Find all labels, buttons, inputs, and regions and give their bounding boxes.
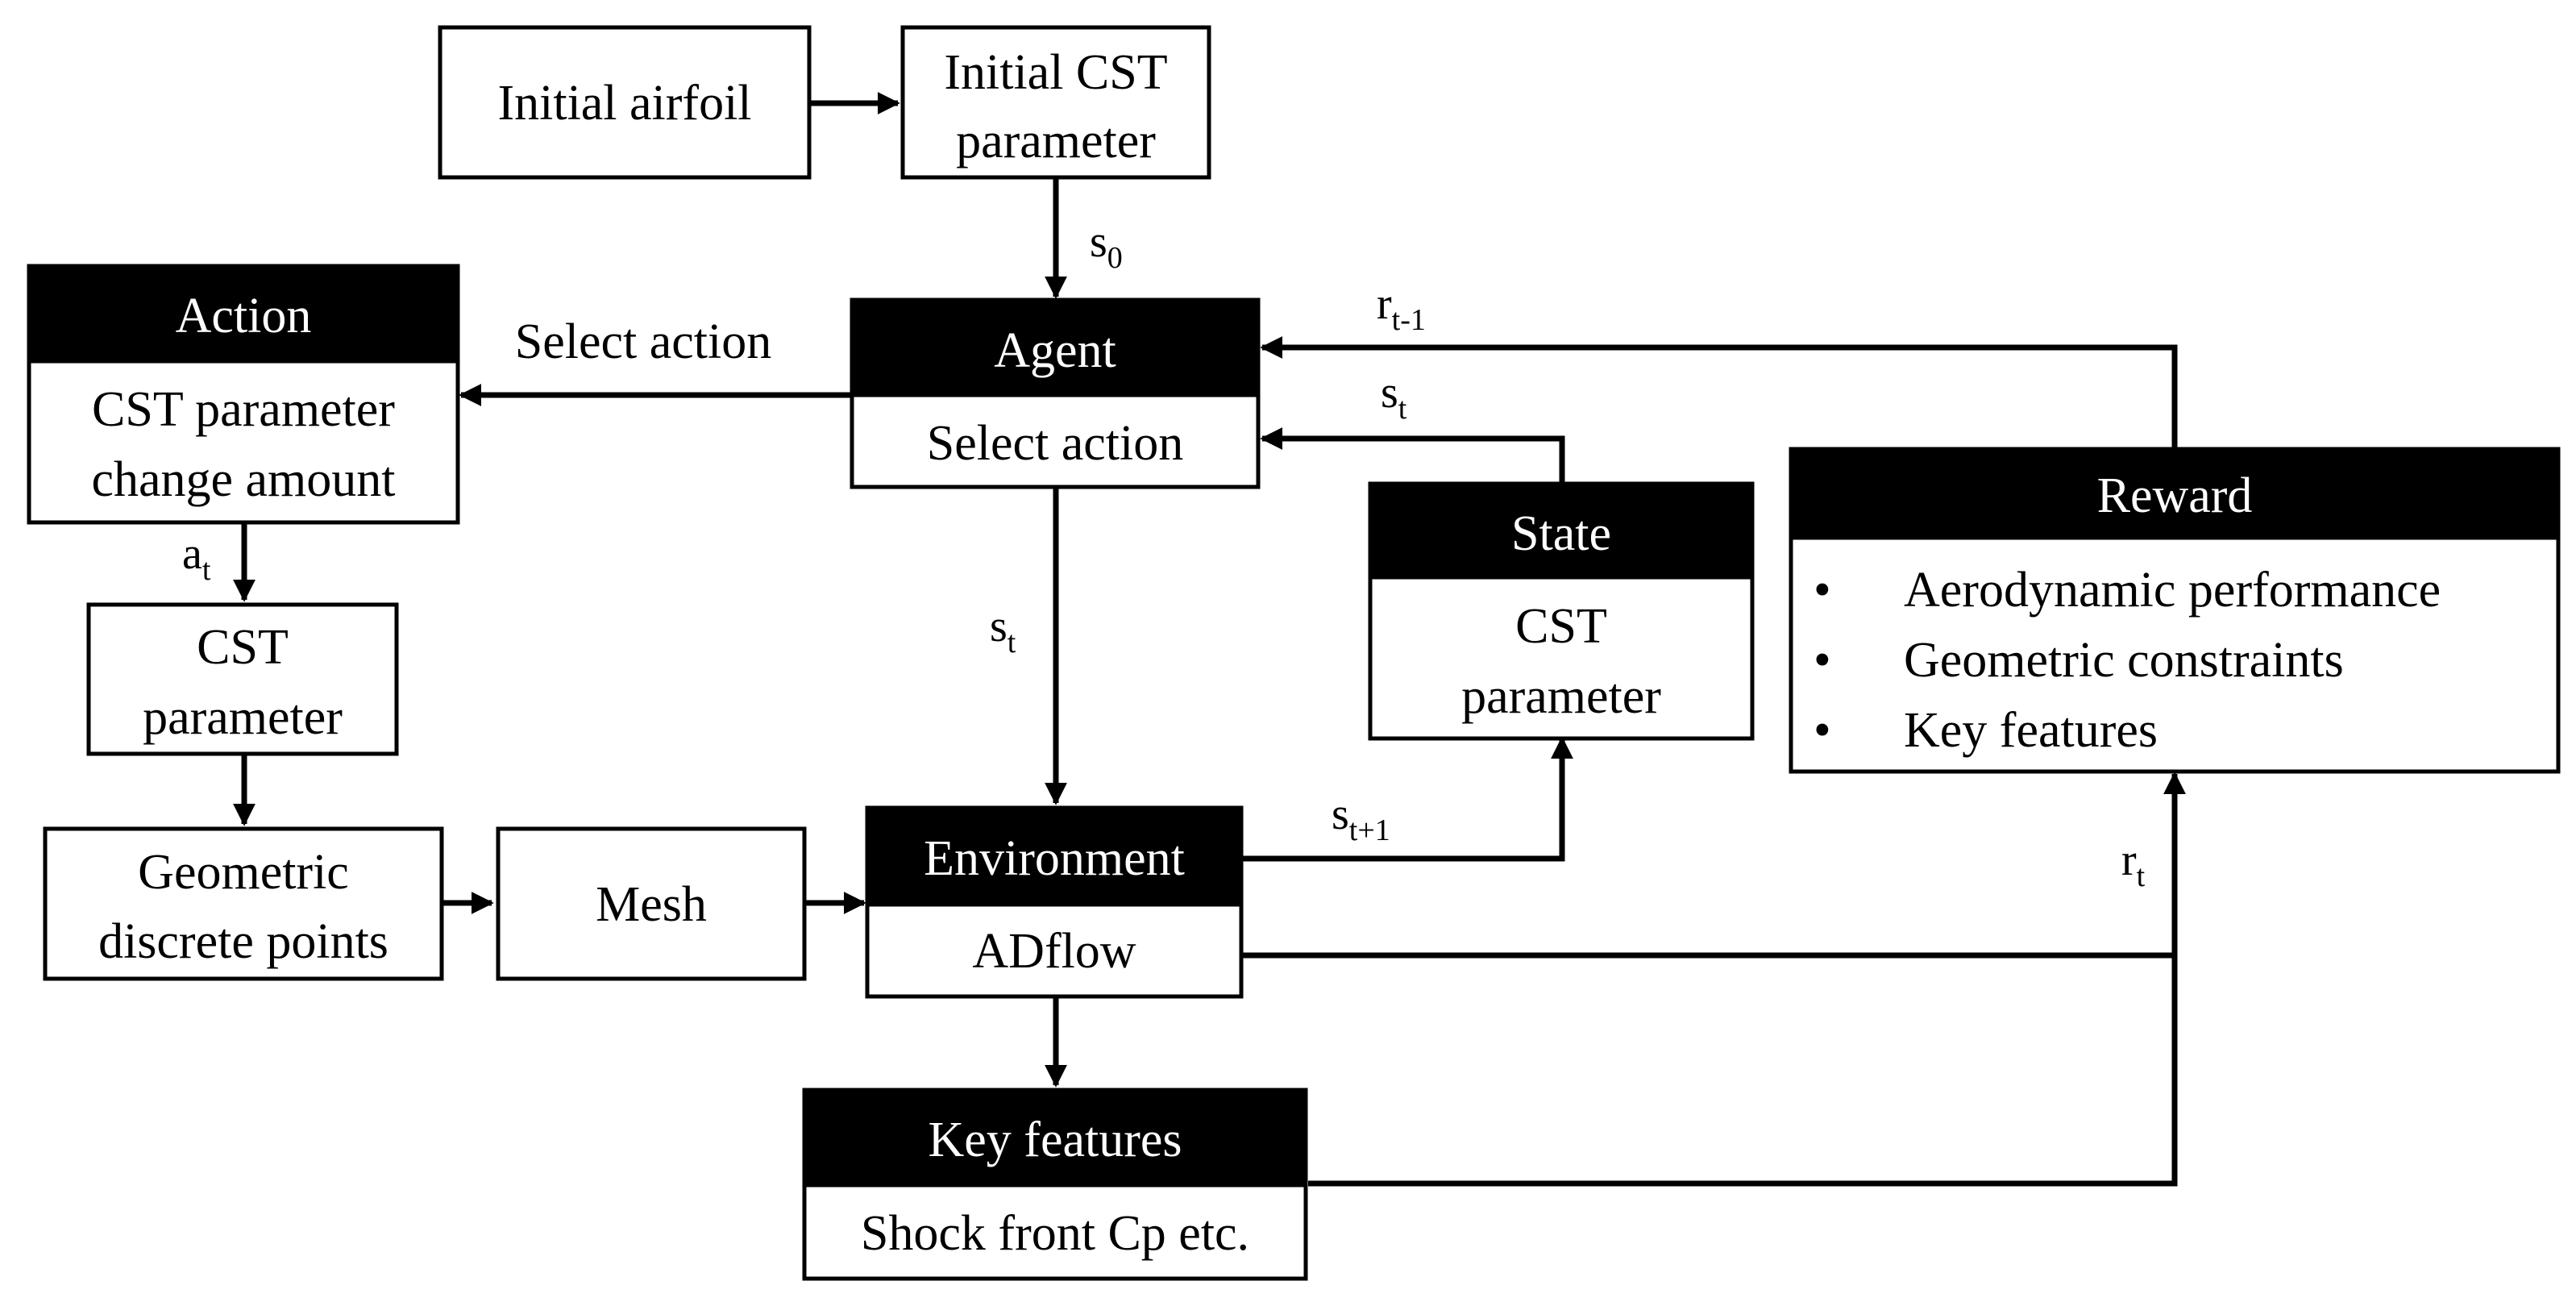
edge-label-sub: 0 <box>1107 241 1123 275</box>
initial-cst-line1: Initial CST <box>944 45 1167 100</box>
initial-cst-node: Initial CST parameter <box>900 25 1211 180</box>
reward-node: Reward • Aerodynamic performance • Geome… <box>1789 447 2561 774</box>
reward-bullet: • <box>1814 633 1831 688</box>
arrow-reward-to-agent-r-prev <box>1260 336 2178 449</box>
reward-item: Geometric constraints <box>1904 633 2344 688</box>
edge-label-sub: t+1 <box>1349 813 1390 847</box>
action-line2: change amount <box>91 452 395 507</box>
edge-label-s-t-state: st <box>1381 368 1407 426</box>
arrow-state-to-agent-s-t <box>1260 427 1565 484</box>
edge-label-a-t: at <box>182 529 211 587</box>
action-line1: CST parameter <box>92 382 395 437</box>
edge-label-base: s <box>1332 789 1349 839</box>
edge-label-select-action: Select action <box>515 314 771 369</box>
edge-label-base: r <box>1377 279 1392 329</box>
state-header: State <box>1511 506 1611 561</box>
key-features-node: Key features Shock front Cp etc. <box>802 1088 1308 1281</box>
cst-parameter-line2: parameter <box>143 690 343 745</box>
state-line1: CST <box>1515 599 1607 654</box>
environment-body: ADflow <box>972 924 1136 979</box>
edge-label-sub: t-1 <box>1392 303 1426 337</box>
reward-header: Reward <box>2097 468 2253 523</box>
action-header: Action <box>176 289 312 343</box>
edge-label-s0: s0 <box>1090 217 1123 275</box>
reward-bullet: • <box>1814 703 1831 758</box>
edge-label-base: s <box>1090 217 1107 267</box>
edge-label-s-t-env: st <box>990 601 1016 659</box>
edge-label-r-prev: rt-1 <box>1377 279 1426 337</box>
arrow-key-features-to-reward-r-t <box>1308 772 2186 1187</box>
edge-label-s-next: st+1 <box>1332 789 1390 847</box>
key-features-header: Key features <box>929 1113 1182 1167</box>
edge-label-sub: t <box>1398 392 1407 426</box>
cst-parameter-node: CST parameter <box>86 602 399 756</box>
key-features-body: Shock front Cp etc. <box>861 1206 1249 1261</box>
reward-item: Key features <box>1904 703 2158 758</box>
reward-bullet: • <box>1814 563 1831 618</box>
action-node: Action CST parameter change amount <box>27 264 460 525</box>
edge-label-base: s <box>1381 368 1398 418</box>
initial-airfoil-node: Initial airfoil <box>438 25 812 180</box>
state-line2: parameter <box>1461 669 1661 724</box>
agent-header: Agent <box>994 323 1116 378</box>
edge-label-r-t: rt <box>2121 835 2146 893</box>
reward-item: Aerodynamic performance <box>1904 563 2441 618</box>
environment-header: Environment <box>924 831 1185 886</box>
geometric-points-line1: Geometric <box>138 845 349 900</box>
edge-label-base: r <box>2121 835 2137 885</box>
edge-label-sub: t <box>202 553 211 587</box>
initial-airfoil-label: Initial airfoil <box>497 76 751 131</box>
cst-parameter-line1: CST <box>197 620 289 675</box>
agent-body: Select action <box>927 416 1183 471</box>
environment-node: Environment ADflow <box>865 805 1244 999</box>
mesh-node: Mesh <box>496 826 807 981</box>
state-node: State CST parameter <box>1368 481 1755 741</box>
mesh-label: Mesh <box>596 877 707 932</box>
agent-node: Agent Select action <box>850 297 1261 489</box>
initial-cst-line2: parameter <box>956 114 1156 168</box>
geometric-points-node: Geometric discrete points <box>43 826 444 981</box>
edge-label-base: a <box>182 529 202 579</box>
edge-label-sub: t <box>2137 859 2146 893</box>
geometric-points-line2: discrete points <box>98 914 388 969</box>
edge-label-base: s <box>990 601 1008 651</box>
arrow-environment-to-state-s-next <box>1243 736 1573 862</box>
edge-label-sub: t <box>1008 626 1016 659</box>
connectors <box>233 92 2186 1187</box>
